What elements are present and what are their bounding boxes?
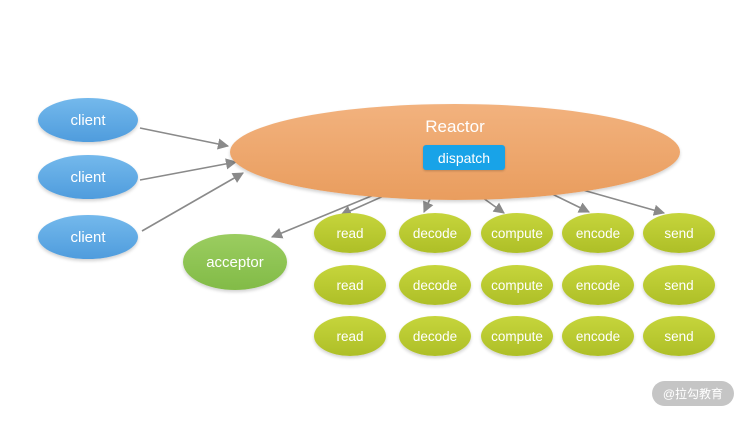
worker-decode-2: decode [399,265,471,305]
worker-read-3: read [314,316,386,356]
watermark-badge: @拉勾教育 [651,381,734,406]
reactor-node: Reactor [230,104,680,200]
worker-send-1: send [643,213,715,253]
worker-send-3: send [643,316,715,356]
worker-label: encode [575,277,621,293]
worker-read-1: read [314,213,386,253]
arrow-client1-reactor [139,127,230,150]
worker-read-2: read [314,265,386,305]
worker-label: send [664,277,694,293]
client-node-2: client [38,155,138,199]
client-label: client [70,228,106,246]
worker-label: read [336,328,364,344]
worker-compute-2: compute [481,265,553,305]
worker-label: send [664,225,694,241]
dispatch-box: dispatch [423,145,505,170]
worker-label: decode [412,277,458,293]
worker-label: decode [412,225,458,241]
worker-decode-3: decode [399,316,471,356]
worker-compute-3: compute [481,316,553,356]
worker-label: compute [491,225,543,241]
worker-label: compute [491,328,543,344]
worker-label: compute [491,277,543,293]
worker-label: encode [575,328,621,344]
worker-label: decode [412,328,458,344]
acceptor-node: acceptor [183,234,287,290]
client-label: client [70,111,106,129]
worker-encode-1: encode [562,213,634,253]
dispatch-label: dispatch [437,149,491,166]
worker-decode-1: decode [399,213,471,253]
worker-label: read [336,225,364,241]
watermark-text: @拉勾教育 [662,387,723,401]
reactor-title: Reactor [425,117,485,136]
client-node-1: client [38,98,138,142]
worker-compute-1: compute [481,213,553,253]
acceptor-label: acceptor [206,253,264,271]
client-label: client [70,168,106,186]
worker-label: send [664,328,694,344]
worker-label: read [336,277,364,293]
client-node-3: client [38,215,138,259]
worker-send-2: send [643,265,715,305]
arrow-client2-reactor [139,158,238,181]
arrow-client3-reactor [141,172,244,232]
worker-encode-3: encode [562,316,634,356]
worker-encode-2: encode [562,265,634,305]
worker-label: encode [575,225,621,241]
